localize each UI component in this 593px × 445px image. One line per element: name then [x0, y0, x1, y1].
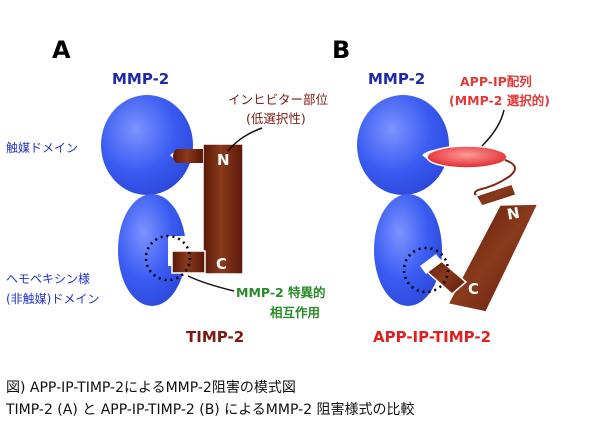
- panel-a-n-terminus-label: N: [217, 151, 230, 169]
- caption-title: 図) APP-IP-TIMP-2によるMMP-2阻害の模式図: [6, 380, 296, 396]
- panel-a-inhibitor-site-label-line2: (低選択性): [246, 111, 306, 126]
- panel-a-catalytic-domain-label: 触媒ドメイン: [6, 141, 78, 155]
- panel-b-n-terminus-label: N: [506, 204, 521, 224]
- panel-a-timp2-label: TIMP-2: [186, 328, 244, 346]
- panel-b-app-ip-label-line2: (MMP-2 選択的): [449, 93, 550, 108]
- panel-b-app-ip-pointer: [481, 109, 505, 147]
- panel-a-mmp2-label: MMP-2: [112, 70, 169, 88]
- panel-a-c-terminus-label: C: [216, 255, 227, 273]
- panel-a: A MMP-2 N C 触媒ドメイン ヘモペキシン様 (非触媒)ドメイン インヒ…: [6, 36, 328, 346]
- panel-a-hemopexin-domain: [118, 194, 186, 306]
- panel-b-app-ip-label-line1: APP-IP配列: [460, 74, 532, 89]
- panel-a-interaction-label-line2: 相互作用: [270, 305, 320, 320]
- panel-a-letter: A: [52, 36, 71, 64]
- panel-a-interaction-pointer: [187, 275, 235, 292]
- panel-b-app-ip-peptide: [426, 145, 508, 169]
- panel-b-catalytic-domain: [357, 95, 449, 195]
- panel-a-interaction-label-line1: MMP-2 特異的: [236, 285, 326, 300]
- panel-b-letter: B: [332, 36, 350, 64]
- panel-a-hemopexin-label-line2: (非触媒)ドメイン: [6, 292, 99, 306]
- panel-b-fusion-label: APP-IP-TIMP-2: [373, 328, 491, 346]
- panel-b: B MMP-2 N C APP-IP配列 (MMP-2 選択的) APP-IP-…: [332, 36, 550, 346]
- panel-b-interaction-circle: [402, 246, 450, 294]
- panel-a-inhibitor-pointer: [227, 127, 263, 152]
- panel-b-mmp2-label: MMP-2: [368, 70, 425, 88]
- panel-a-hemopexin-label-line1: ヘモペキシン様: [6, 272, 90, 286]
- panel-a-timp2-molecule: N C: [171, 143, 244, 275]
- panel-a-catalytic-domain: [101, 95, 193, 195]
- panel-a-inhibitor-site-label-line1: インヒビター部位: [228, 92, 328, 107]
- panel-a-interaction-circle: [144, 234, 192, 282]
- panel-b-hemopexin-domain: [374, 194, 442, 306]
- panel-b-c-terminus-label: C: [468, 280, 479, 298]
- caption-description: TIMP-2 (A) と APP-IP-TIMP-2 (B) によるMMP-2 …: [5, 402, 415, 418]
